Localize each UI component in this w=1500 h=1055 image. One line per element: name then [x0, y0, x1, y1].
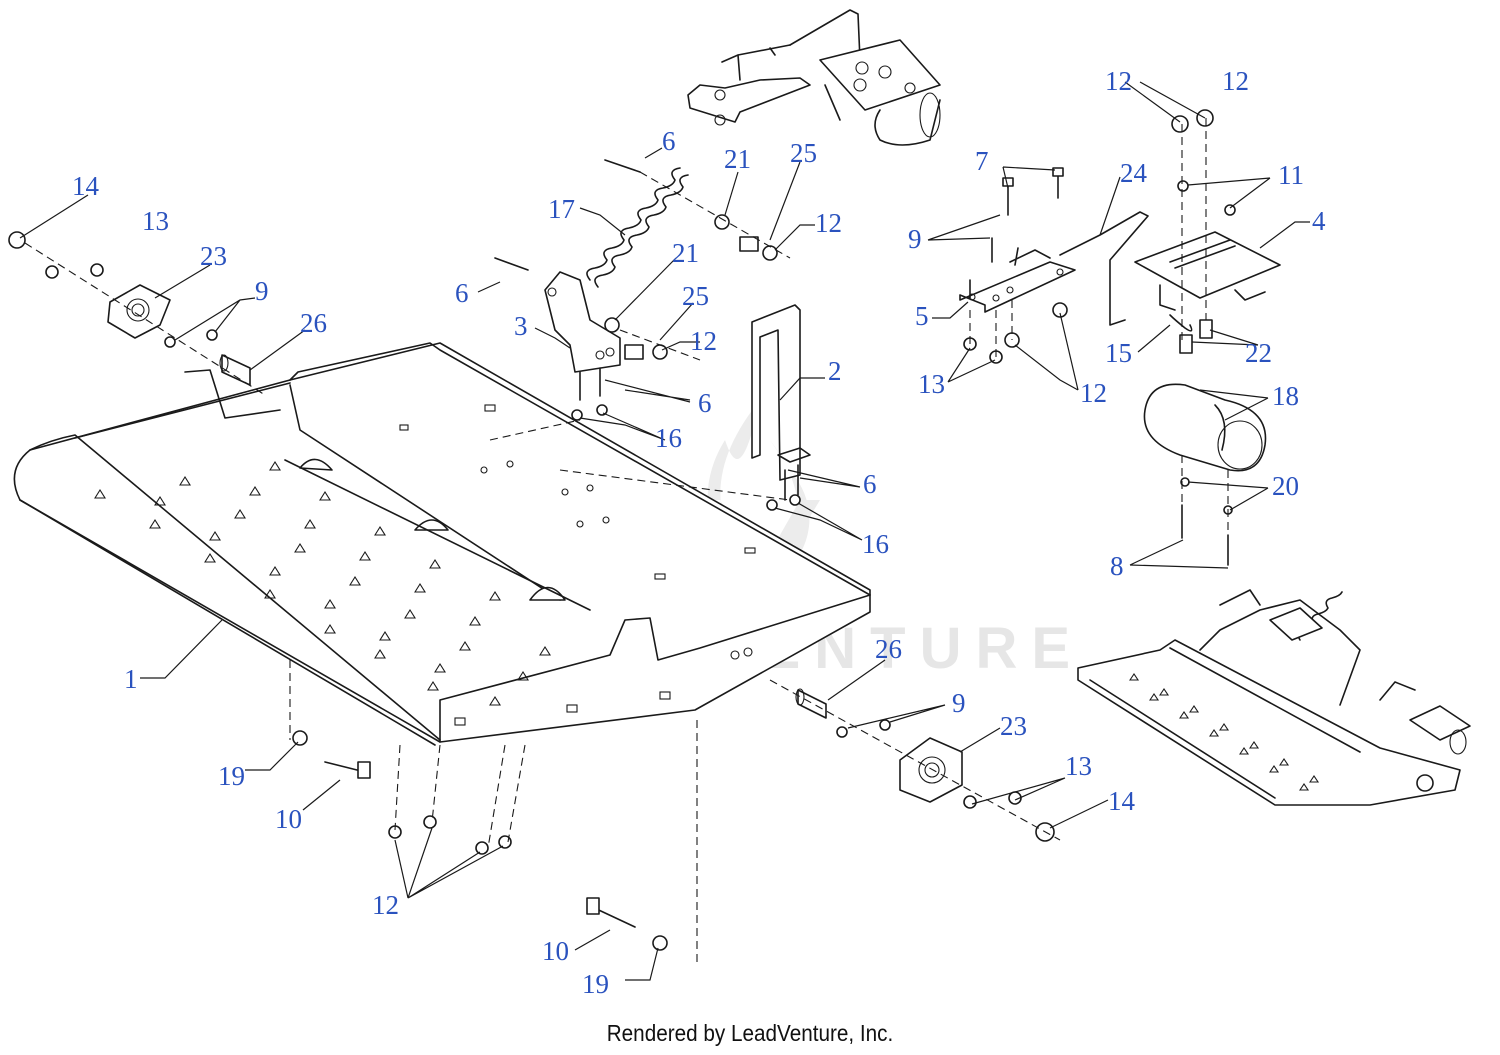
leader-lines — [19, 81, 1310, 981]
callout-13-a: 13 — [142, 206, 169, 236]
assembled-thumbnail — [1077, 589, 1471, 806]
callout-labels: 1 2 3 4 5 6 6 6 6 7 8 9 9 9 10 10 11 12 … — [72, 66, 1326, 999]
callout-21-b: 21 — [672, 238, 699, 268]
callout-22: 22 — [1245, 338, 1272, 368]
callout-25-b: 25 — [682, 281, 709, 311]
callout-20: 20 — [1272, 471, 1299, 501]
callout-12-e: 12 — [372, 890, 399, 920]
part-step-plate — [13, 342, 871, 746]
callout-21-a: 21 — [724, 144, 751, 174]
part-bracket — [751, 304, 811, 501]
callout-23-b: 23 — [1000, 711, 1027, 741]
grip-pattern — [94, 460, 551, 706]
footer-credit: Rendered by LeadVenture, Inc. — [606, 1020, 894, 1046]
callout-25-a: 25 — [790, 138, 817, 168]
callout-9-c: 9 — [952, 688, 966, 718]
part-top-linkage — [687, 9, 941, 146]
callout-6-d: 6 — [863, 469, 877, 499]
part-right-assembly — [959, 211, 1281, 472]
callout-5: 5 — [915, 301, 929, 331]
callout-2: 2 — [828, 356, 842, 386]
callout-6-b: 6 — [455, 278, 469, 308]
callout-16-a: 16 — [655, 423, 682, 453]
callout-1: 1 — [124, 664, 138, 694]
callout-6-c: 6 — [698, 388, 712, 418]
callout-19-a: 19 — [218, 761, 245, 791]
callout-26-a: 26 — [300, 308, 327, 338]
callout-13-b: 13 — [918, 369, 945, 399]
hardware — [8, 109, 1236, 951]
callout-9-b: 9 — [255, 276, 269, 306]
callout-10-a: 10 — [275, 804, 302, 834]
assembly-lines — [24, 118, 1229, 965]
callout-3: 3 — [514, 311, 528, 341]
callout-7: 7 — [975, 146, 989, 176]
callout-8: 8 — [1110, 551, 1124, 581]
callout-18: 18 — [1272, 381, 1299, 411]
callout-10-b: 10 — [542, 936, 569, 966]
callout-12-b: 12 — [815, 208, 842, 238]
part-spring — [586, 167, 689, 288]
callout-23-a: 23 — [200, 241, 227, 271]
callout-26-b: 26 — [875, 634, 902, 664]
callout-6-a: 6 — [662, 126, 676, 156]
callout-24: 24 — [1120, 158, 1148, 188]
callout-15: 15 — [1105, 338, 1132, 368]
callout-13-c: 13 — [1065, 751, 1092, 781]
callout-17: 17 — [548, 194, 575, 224]
callout-16-b: 16 — [862, 529, 889, 559]
callout-12-a: 12 — [1105, 66, 1132, 96]
part-lever — [544, 271, 621, 401]
callout-14-a: 14 — [72, 171, 100, 201]
callout-9-a: 9 — [908, 224, 922, 254]
callout-14-b: 14 — [1108, 786, 1136, 816]
callout-19-b: 19 — [582, 969, 609, 999]
callout-12-c: 12 — [690, 326, 717, 356]
callout-11: 11 — [1278, 160, 1304, 190]
callout-12-f: 12 — [1222, 66, 1249, 96]
callout-4: 4 — [1312, 206, 1326, 236]
callout-12-d: 12 — [1080, 378, 1107, 408]
